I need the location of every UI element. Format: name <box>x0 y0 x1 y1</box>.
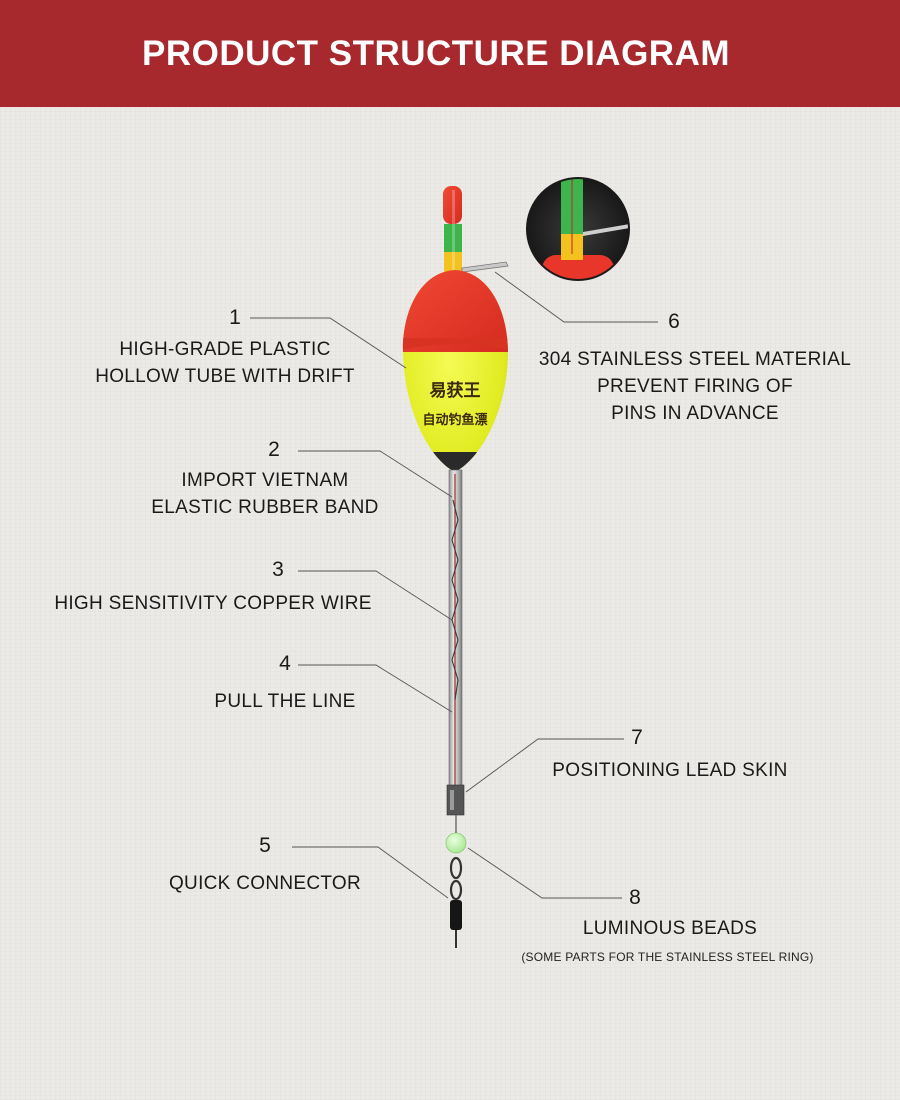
float-stem <box>446 469 465 816</box>
part-7-line-1: POSITIONING LEAD SKIN <box>552 760 788 781</box>
part-label-7: POSITIONING LEAD SKIN <box>530 757 810 784</box>
leader-5 <box>292 846 449 899</box>
page-title: PRODUCT STRUCTURE DIAGRAM <box>141 34 731 73</box>
leader-7 <box>465 738 624 793</box>
antenna-green-band <box>444 224 462 252</box>
part-1-line-2: HOLLOW TUBE WITH DRIFT <box>95 366 355 387</box>
part-2-line-2: ELASTIC RUBBER BAND <box>151 497 379 518</box>
part-label-3: HIGH SENSITIVITY COPPER WIRE <box>30 590 396 617</box>
part-number-6: 6 <box>668 310 680 333</box>
part-6-line-3: PINS IN ADVANCE <box>611 403 779 424</box>
part-label-4: PULL THE LINE <box>170 688 400 715</box>
part-number-7: 7 <box>631 726 643 749</box>
leader-lines <box>250 271 658 899</box>
part-number-2: 2 <box>268 438 280 461</box>
part-6-line-1: 304 STAINLESS STEEL MATERIAL <box>538 349 852 370</box>
part-number-8: 8 <box>629 886 641 909</box>
part-4-line-1: PULL THE LINE <box>214 691 356 712</box>
copper-wire <box>451 499 459 701</box>
float-antenna <box>443 186 462 278</box>
part-label-5: QUICK CONNECTOR <box>140 870 390 897</box>
part-number-1: 1 <box>229 306 241 329</box>
leader-6 <box>494 271 658 323</box>
pin-closeup-inset <box>526 177 630 281</box>
leader-8 <box>467 847 622 899</box>
leader-1 <box>250 317 407 369</box>
part-label-1: HIGH-GRADE PLASTIC HOLLOW TUBE WITH DRIF… <box>60 336 390 390</box>
part-number-4: 4 <box>279 652 291 675</box>
antenna-red-tip <box>443 186 462 224</box>
header-banner <box>0 0 900 107</box>
stainless-pin <box>461 261 509 273</box>
float-cn-bottom: 自动钓鱼漂 <box>422 412 487 428</box>
part-8-line-1: LUMINOUS BEADS <box>582 918 758 939</box>
part-label-8: LUMINOUS BEADS <box>560 915 780 942</box>
part-label-2: IMPORT VIETNAM ELASTIC RUBBER BAND <box>110 467 420 521</box>
part-2-line-1: IMPORT VIETNAM <box>181 470 349 491</box>
part-5-line-1: QUICK CONNECTOR <box>168 873 362 894</box>
quick-connector <box>449 856 463 948</box>
part-number-5: 5 <box>259 834 271 857</box>
leader-4 <box>298 664 453 713</box>
leader-2 <box>298 450 453 498</box>
leader-3 <box>298 570 453 621</box>
float-body: 易获王 自动钓鱼漂 <box>402 270 508 472</box>
lead-skin <box>446 784 465 816</box>
part-number-3: 3 <box>272 558 284 581</box>
part-8-note: (SOME PARTS FOR THE STAINLESS STEEL RING… <box>521 950 814 964</box>
part-6-line-2: PREVENT FIRING OF <box>597 376 793 397</box>
luminous-bead <box>445 832 467 854</box>
float-cn-top: 易获王 <box>430 380 481 401</box>
part-1-line-1: HIGH-GRADE PLASTIC <box>119 339 331 360</box>
part-label-6: 304 STAINLESS STEEL MATERIAL PREVENT FIR… <box>520 346 870 427</box>
part-3-line-1: HIGH SENSITIVITY COPPER WIRE <box>54 593 372 614</box>
